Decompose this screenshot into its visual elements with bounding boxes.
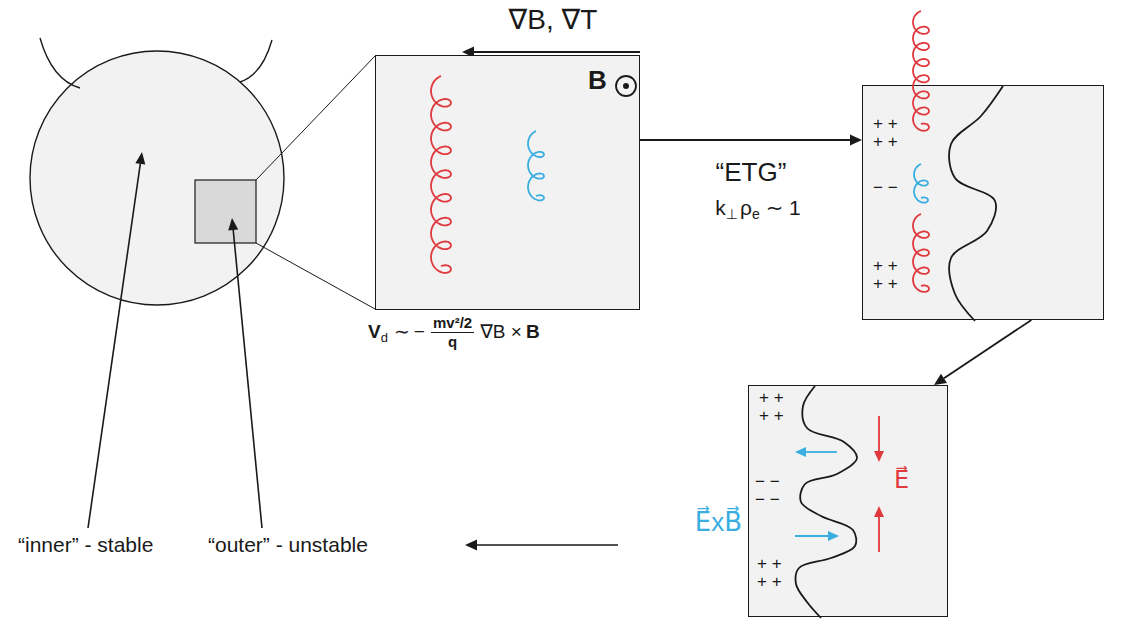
text-slot: + + <box>759 406 784 426</box>
text-slot: + + <box>757 572 782 592</box>
process-arrow <box>640 139 850 141</box>
charge-sign: + + <box>873 114 898 134</box>
condition-symbol: k <box>715 196 726 220</box>
zoom-region <box>195 180 256 243</box>
charge-sign: + + <box>757 572 782 592</box>
leader-arrow-head <box>228 218 238 230</box>
zoom-box: B <box>375 55 640 310</box>
field-out-of-page <box>616 76 636 96</box>
text-slot: “inner” - stable <box>18 533 153 557</box>
charge-sign: − − <box>873 178 898 198</box>
formula-symbol: ∼ <box>394 321 410 343</box>
connector <box>640 135 862 146</box>
zoom-line <box>256 56 375 180</box>
field-arrow <box>878 517 880 552</box>
node-illustration <box>863 86 1105 321</box>
plasma-cross-section <box>30 51 284 305</box>
text-slot: ∇B, ∇T <box>509 4 598 36</box>
leader-arrow <box>88 164 140 528</box>
text-slot: − − <box>755 472 780 492</box>
drift-label: E⃗xB⃗ <box>695 508 742 538</box>
condition-subscript: ⊥ <box>726 206 738 222</box>
text-slot: + + <box>873 256 898 276</box>
text-slot: − − <box>873 178 898 198</box>
gradient-label: ∇B, ∇T <box>509 4 598 36</box>
formula-numerator: mv²/2 <box>431 314 474 333</box>
gradient-arrow <box>473 51 640 53</box>
perturbation-curve <box>796 386 857 618</box>
connector <box>934 320 1031 385</box>
text-slot: “ETG” <box>716 158 787 188</box>
field-dot <box>623 83 629 89</box>
text-slot: + + <box>873 114 898 134</box>
gyro-orbit <box>431 76 451 273</box>
field-arrow <box>878 416 880 451</box>
formula-symbol: ∇B × <box>480 321 522 343</box>
process-arrow <box>944 320 1031 378</box>
formula-fraction: mv²/2q <box>431 314 474 351</box>
condition-symbol: ρ <box>740 196 752 220</box>
text-slot: + + <box>873 132 898 152</box>
exb-drift-arrow-head <box>795 447 806 457</box>
text-slot: + + <box>873 274 898 294</box>
gyro-orbit <box>914 164 928 203</box>
drift-box: + ++ +− −− −E⃗+ ++ + <box>748 385 948 617</box>
charge-sign: + + <box>759 406 784 426</box>
field-symbol: B <box>588 66 607 96</box>
edge-label: “ETG” <box>716 158 787 188</box>
flow-arrow <box>477 544 618 546</box>
perturbation-box: + ++ +− −+ ++ + <box>862 85 1104 320</box>
exb-drift-arrow <box>806 451 837 453</box>
gyro-orbit <box>913 11 929 131</box>
gyro-orbit <box>913 214 929 292</box>
charge-sign: − − <box>755 490 780 510</box>
perturbation-curve <box>949 86 1003 321</box>
exb-drift-arrow <box>795 535 828 537</box>
charge-sign: + + <box>759 388 784 408</box>
gyro-orbit <box>528 131 544 200</box>
region-label: “inner” - stable <box>18 533 153 557</box>
text-slot: + + <box>757 554 782 574</box>
field-arrow-head <box>874 506 884 517</box>
arrow-head <box>934 374 947 385</box>
text-slot: + + <box>759 388 784 408</box>
text-slot: B <box>588 66 607 96</box>
formula-subscript: d <box>381 331 388 346</box>
charge-sign: + + <box>873 256 898 276</box>
field-symbol: E⃗ <box>894 466 909 494</box>
separatrix-leg <box>240 40 272 82</box>
text-slot: E⃗ <box>894 466 909 494</box>
charge-sign: + + <box>757 554 782 574</box>
text-slot: − − <box>755 490 780 510</box>
region-label: “outer” - unstable <box>208 533 368 557</box>
leader-arrow-head <box>135 152 145 165</box>
formula-symbol: B <box>526 321 540 343</box>
charge-sign: + + <box>873 274 898 294</box>
formula-denominator: q <box>448 333 457 350</box>
leader-arrow <box>233 230 262 528</box>
zoom-line <box>256 243 375 309</box>
exb-drift-arrow-head <box>828 531 839 541</box>
drift-formula: Vd ∼−mv²/2q ∇B ×B <box>368 314 540 351</box>
formula-symbol: − <box>414 321 425 343</box>
text-slot: E⃗xB⃗ <box>695 508 742 538</box>
text-slot: “outer” - unstable <box>208 533 368 557</box>
condition-symbol: ∼ 1 <box>766 196 801 220</box>
charge-sign: − − <box>755 472 780 492</box>
arrow-head <box>850 135 862 146</box>
etg-condition: k⊥ρe ∼ 1 <box>715 196 801 220</box>
formula-symbol: V <box>368 321 381 343</box>
field-arrow-head <box>874 451 884 462</box>
charge-sign: + + <box>873 132 898 152</box>
separatrix-leg <box>40 38 80 88</box>
flow-arrow-head <box>465 540 477 551</box>
condition-subscript: e <box>752 206 760 222</box>
